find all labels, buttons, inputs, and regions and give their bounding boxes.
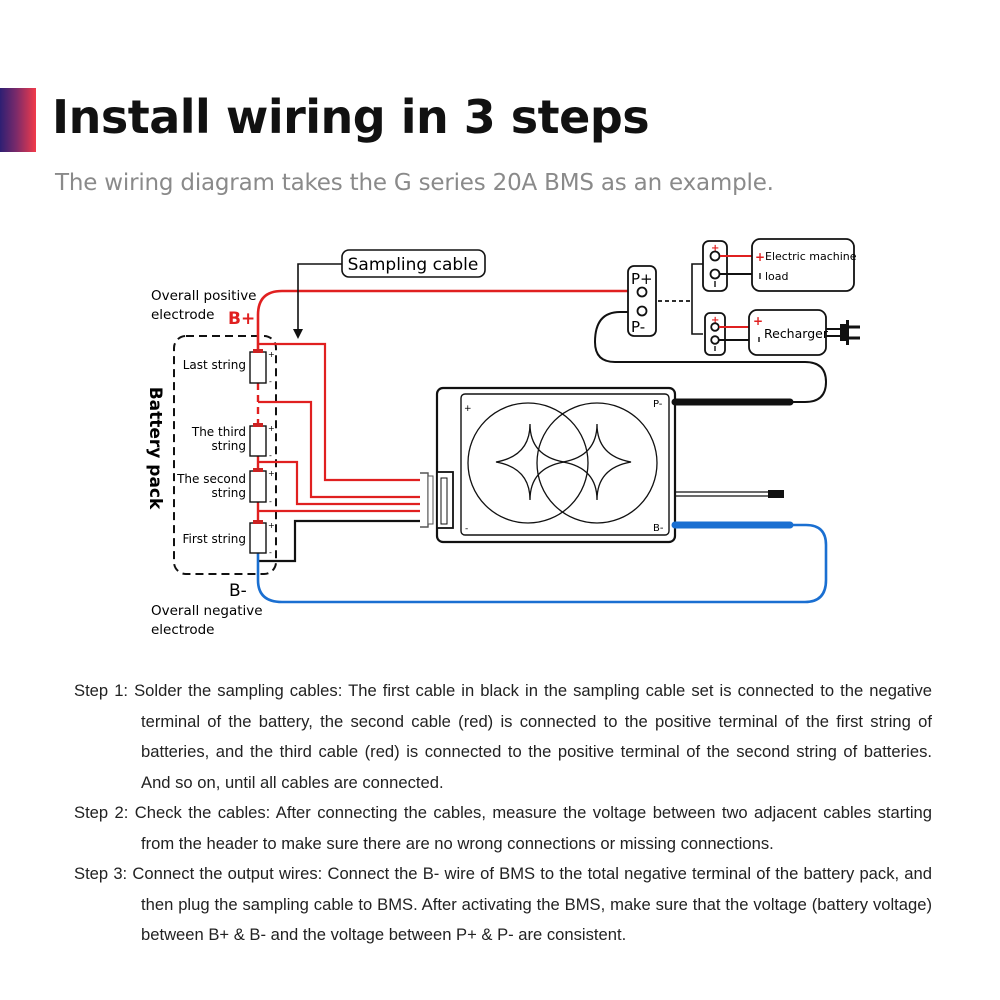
accent-bar — [0, 88, 36, 152]
sampling-cable-label: Sampling cable — [348, 255, 479, 275]
recharger-box-plus: + — [753, 314, 763, 328]
cell-label: The third — [191, 425, 246, 439]
step-text: Check the cables: After connecting the c… — [134, 803, 932, 853]
step-3: Step 3: Connect the output wires: Connec… — [74, 859, 932, 951]
load-box-plus: + — [755, 250, 765, 264]
cell-label: Last string — [183, 358, 246, 372]
negative-electrode-label: electrode — [151, 622, 214, 638]
sampling-wire-negative — [258, 519, 420, 563]
positive-electrode-label: Overall positive — [151, 288, 257, 304]
load-plus-mark: + — [711, 243, 719, 254]
cell-minus-mark: - — [269, 377, 272, 386]
bms-minus-mark: - — [465, 524, 468, 534]
bms-p-minus-mark: P- — [653, 399, 663, 410]
p-terminal-block — [627, 265, 657, 337]
cell-plus-mark: + — [268, 521, 275, 530]
p-minus-label: P- — [631, 318, 645, 336]
load-minus-terminal — [709, 268, 721, 280]
step-1: Step 1: Solder the sampling cables: The … — [74, 676, 932, 798]
cell-label: First string — [182, 532, 246, 546]
b-plus-wire — [256, 289, 642, 352]
battery-pack-label: Battery pack — [145, 387, 165, 510]
negative-electrode-label: Overall negative — [151, 603, 263, 619]
arrow-down-icon — [293, 329, 303, 339]
sampling-connector — [420, 472, 434, 528]
b-minus-label: B- — [229, 581, 247, 601]
step-label: Step 3: — [74, 864, 128, 883]
cell-second — [249, 468, 267, 503]
cell-minus-mark: - — [269, 548, 272, 557]
page-title: Install wiring in 3 steps — [52, 90, 650, 144]
cell-label: string — [212, 439, 246, 453]
bms-board — [435, 386, 677, 544]
recharger-plus-mark: + — [711, 315, 719, 326]
load-label: load — [765, 270, 789, 283]
bms-b-minus-mark: B- — [653, 523, 664, 534]
recharger-box — [748, 309, 827, 356]
step-label: Step 2: — [74, 803, 129, 822]
p-minus-wire — [593, 311, 828, 403]
battery-pack-enclosure — [173, 335, 277, 575]
cell-third — [249, 423, 267, 457]
load-label: Electric machine — [765, 250, 857, 263]
cell-minus-mark: - — [269, 497, 272, 506]
bms-plus-mark: + — [464, 404, 472, 414]
positive-electrode-label: electrode — [151, 307, 214, 323]
b-minus-wire — [256, 523, 828, 604]
b-plus-label: B+ — [228, 309, 255, 329]
page-subtitle: The wiring diagram takes the G series 20… — [55, 170, 774, 196]
step-text: Connect the output wires: Connect the B-… — [132, 864, 932, 944]
cell-minus-mark: - — [269, 451, 272, 460]
output-branch — [691, 263, 703, 335]
power-plug-icon — [826, 320, 860, 345]
steps-list: Step 1: Solder the sampling cables: The … — [74, 676, 932, 951]
step-2: Step 2: Check the cables: After connecti… — [74, 798, 932, 859]
cell-plus-mark: + — [268, 424, 275, 433]
load-terminal-block — [702, 240, 728, 292]
callout-leader — [297, 263, 342, 330]
cell-first — [249, 520, 267, 554]
step-text: Solder the sampling cables: The first ca… — [134, 681, 932, 792]
load-plus-terminal — [709, 250, 721, 262]
cell-plus-mark: + — [268, 469, 275, 478]
wiring-diagram: + - + - + - + - Last string The third st… — [145, 238, 860, 638]
step-label: Step 1: — [74, 681, 129, 700]
recharger-minus-terminal — [710, 335, 720, 345]
recharger-label: Recharger — [764, 326, 829, 341]
cell-label: string — [212, 486, 246, 500]
ntc-plug — [768, 490, 784, 498]
sampling-wire-second — [258, 460, 420, 506]
cell-plus-mark: + — [268, 350, 275, 359]
recharger-terminal-block — [704, 312, 726, 356]
sampling-wire-third — [258, 400, 420, 499]
p-plus-terminal — [636, 286, 648, 298]
cell-last — [249, 349, 267, 384]
ntc-lead — [675, 491, 768, 497]
p-plus-label: P+ — [631, 270, 653, 288]
recharger-plus-terminal — [710, 322, 720, 332]
cell-label: The second — [176, 472, 246, 486]
sampling-wire-last — [258, 342, 420, 482]
electric-machine-load-box — [751, 238, 855, 292]
p-minus-terminal — [636, 305, 648, 317]
